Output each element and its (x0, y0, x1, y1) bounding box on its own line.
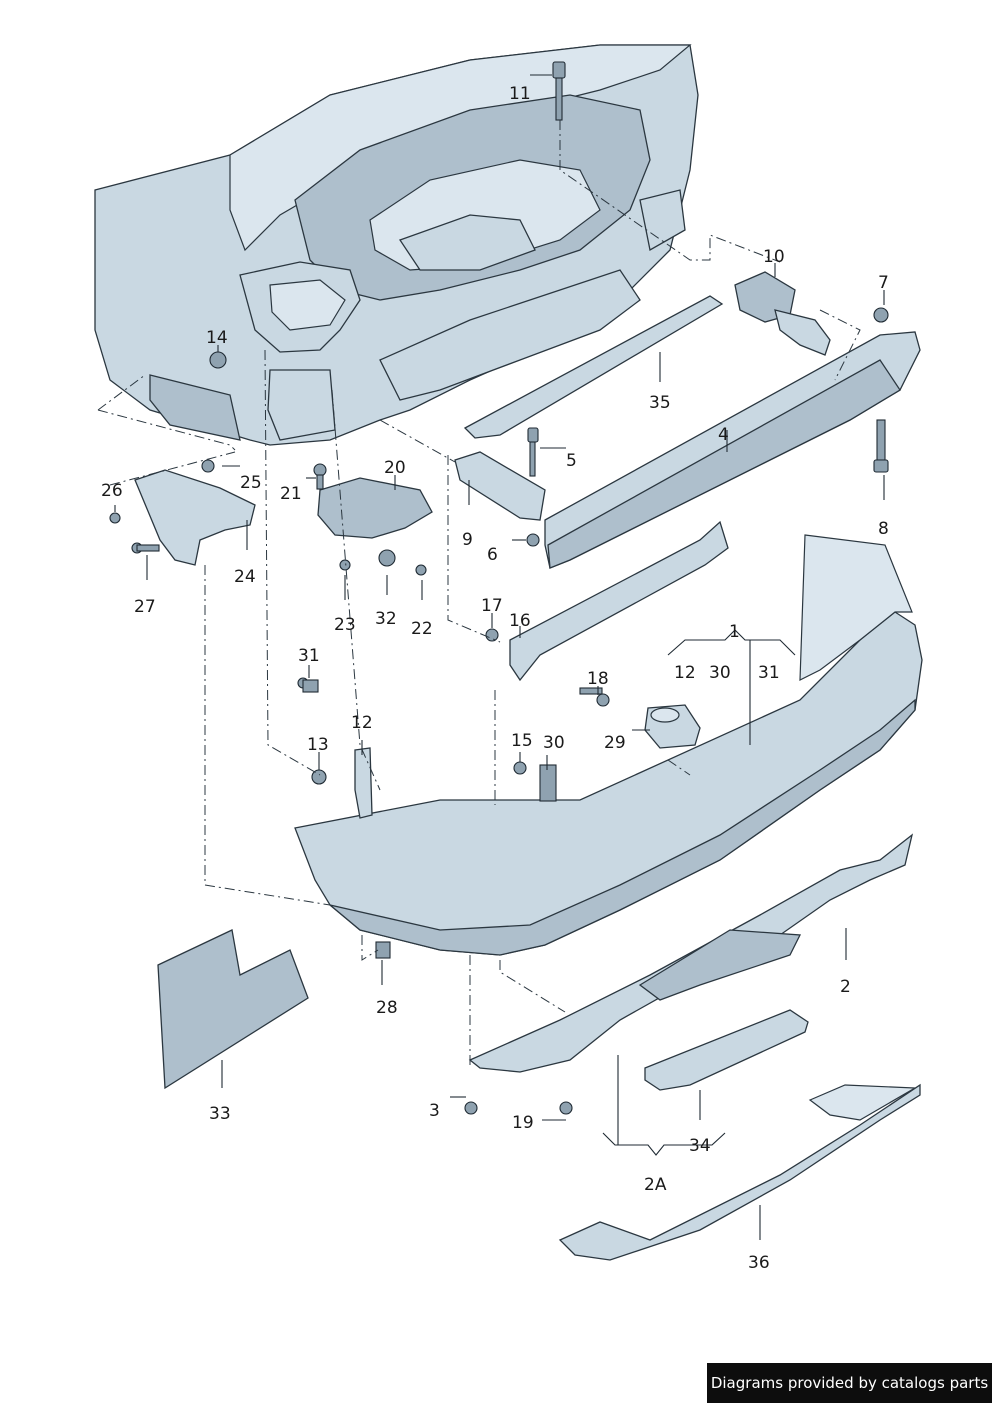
callout-8: 8 (878, 519, 889, 539)
footer-text: Diagrams provided by catalogs parts (710, 1374, 989, 1392)
mounting-bracket-center (454, 451, 546, 521)
callout-35: 35 (649, 393, 671, 413)
side-guide-left (134, 469, 256, 566)
callout-33: 33 (209, 1104, 231, 1124)
callout-18: 18 (587, 669, 609, 689)
side-bracket-center (317, 477, 433, 539)
callout-7: 7 (878, 273, 889, 293)
upper-guide-strip (463, 295, 724, 439)
callout-22: 22 (411, 619, 433, 639)
callout-labels: 1 2 2A 3 4 5 6 7 8 9 10 11 12 12 13 14 1… (101, 84, 889, 1273)
callout-12-legend: 12 (674, 663, 696, 683)
lower-trim-panel (644, 1009, 809, 1091)
callout-4: 4 (718, 425, 729, 445)
callout-31-legend: 31 (758, 663, 780, 683)
callout-leaders (114, 74, 885, 1240)
callout-1: 1 (729, 622, 740, 642)
callout-14: 14 (206, 328, 228, 348)
callout-30-legend: 30 (709, 663, 731, 683)
callout-27: 27 (134, 597, 156, 617)
callout-26: 26 (101, 481, 123, 501)
callout-2: 2 (840, 977, 851, 997)
callout-24: 24 (234, 567, 256, 587)
callout-2a: 2A (644, 1175, 667, 1195)
callout-21: 21 (280, 484, 302, 504)
callout-5: 5 (566, 451, 577, 471)
callout-11: 11 (509, 84, 531, 104)
rear-diffuser (468, 833, 914, 1073)
fasteners-hardware (109, 61, 889, 1115)
rear-spoiler-strip (558, 1083, 921, 1261)
callout-28: 28 (376, 998, 398, 1018)
callout-30: 30 (543, 733, 565, 753)
callout-13: 13 (307, 735, 329, 755)
rear-body-shell (94, 44, 699, 446)
rear-bumper-cover (294, 534, 923, 956)
callout-19: 19 (512, 1113, 534, 1133)
assembly-alignment-lines (97, 120, 861, 1065)
callout-31: 31 (298, 646, 320, 666)
callout-3: 3 (429, 1101, 440, 1121)
callout-12: 12 (351, 713, 373, 733)
side-guide-right (509, 520, 729, 682)
attribution-footer: Diagrams provided by catalogs parts (707, 1363, 992, 1403)
protective-panel (157, 929, 309, 1090)
callout-16: 16 (509, 611, 531, 631)
callout-25: 25 (240, 473, 262, 493)
callout-29: 29 (604, 733, 626, 753)
callout-32: 32 (375, 609, 397, 629)
callout-6: 6 (487, 545, 498, 565)
callout-9: 9 (462, 530, 473, 550)
callout-23: 23 (334, 615, 356, 635)
callout-34: 34 (689, 1136, 711, 1156)
callout-20: 20 (384, 458, 406, 478)
callout-17: 17 (481, 596, 503, 616)
callout-15: 15 (511, 731, 533, 751)
callout-10: 10 (763, 247, 785, 267)
callout-36: 36 (748, 1253, 770, 1273)
impact-absorber (734, 271, 831, 356)
